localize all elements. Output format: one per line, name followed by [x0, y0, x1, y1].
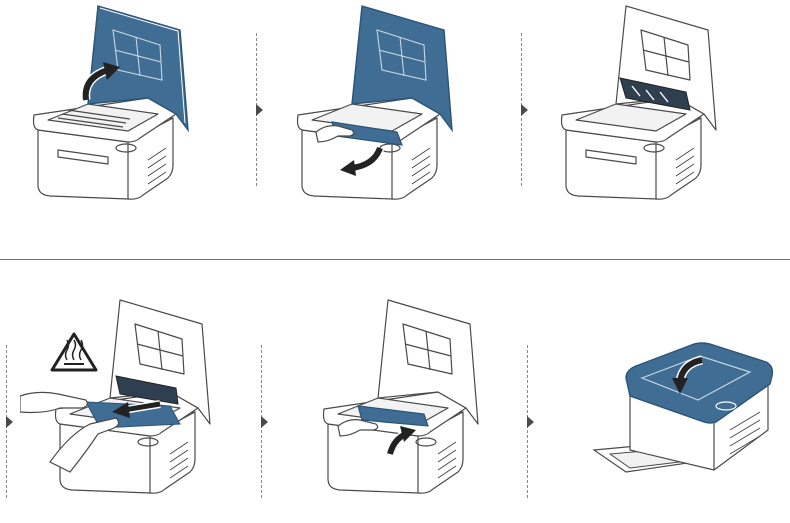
step-1-open-cover: [28, 0, 228, 225]
step-3-open-paper-exit: [556, 0, 756, 225]
next-arrow-icon: [261, 416, 268, 428]
step-separator-5-6: [527, 345, 534, 498]
printer-cover-close-icon: [592, 342, 774, 473]
step-5-insert-cartridge: [298, 294, 498, 519]
jammed-paper-pull-icon: [20, 299, 211, 494]
step-separator-1-2: [256, 33, 263, 186]
step-separator-3-4: [6, 345, 13, 498]
step-separator-2-3: [521, 33, 528, 186]
printer-cover-open-icon: [32, 5, 189, 200]
paper-exit-open-icon: [560, 5, 717, 200]
step-6-close-cover: [590, 320, 780, 520]
next-arrow-icon: [521, 104, 528, 116]
toner-cartridge-remove-icon: [296, 5, 453, 200]
step-separator-4-5: [261, 345, 268, 498]
next-arrow-icon: [6, 416, 13, 428]
next-arrow-icon: [256, 104, 263, 116]
step-4-pull-jammed-paper: [20, 294, 240, 519]
step-2-remove-cartridge: [292, 0, 492, 225]
toner-cartridge-insert-icon: [322, 299, 479, 494]
next-arrow-icon: [527, 416, 534, 428]
row-divider: [0, 259, 790, 260]
hot-surface-warning-icon: [50, 332, 98, 372]
